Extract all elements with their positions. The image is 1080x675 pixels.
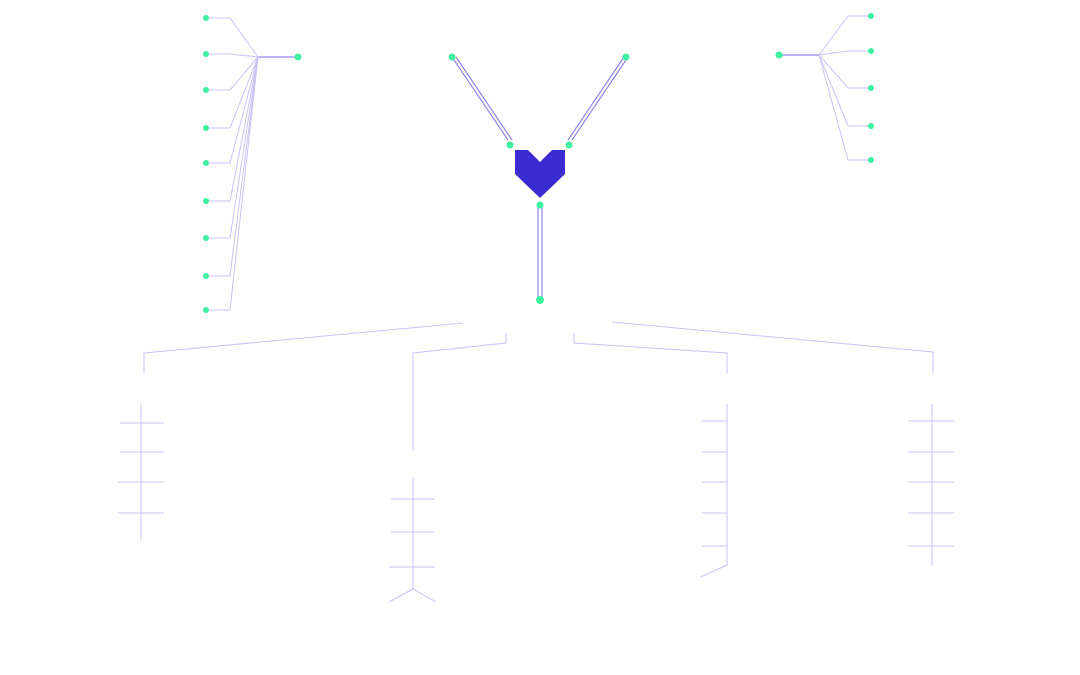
leaf-node [203, 15, 209, 21]
fan-branch-line [818, 54, 871, 89]
fan-branch-line [818, 50, 871, 56]
leaf-node [203, 51, 209, 57]
bottom-column-1 [118, 404, 164, 540]
fan-branch-line [206, 53, 259, 58]
hub-node-bottom [536, 296, 544, 304]
hub-port-left [506, 141, 514, 149]
leaf-node [203, 125, 209, 131]
column-fork-line [388, 588, 437, 603]
leaf-node [868, 157, 874, 163]
anchor-node [294, 53, 302, 61]
hub-node-top-left [448, 53, 456, 61]
fan-branch-line [206, 56, 259, 129]
column-spine-line [700, 404, 728, 578]
hub-port-right [565, 141, 573, 149]
distribution-line [611, 321, 934, 373]
bottom-column-4 [908, 404, 954, 566]
leaf-node [868, 123, 874, 129]
anchor-node [775, 51, 783, 59]
top-left-fan [203, 15, 302, 313]
hub-node-top-right [622, 53, 630, 61]
fan-branch-line [206, 56, 259, 239]
top-right-fan [775, 13, 874, 163]
bottom-distribution [143, 321, 934, 450]
distribution-line [573, 333, 728, 373]
hub-connector-left [451, 56, 513, 141]
fan-branch-line [818, 15, 871, 56]
fan-branch-line [818, 54, 871, 161]
distribution-line [412, 333, 507, 450]
leaf-node [868, 13, 874, 19]
leaf-node [868, 85, 874, 91]
heart-icon [515, 150, 565, 198]
leaf-node [203, 273, 209, 279]
fan-branch-line [206, 56, 259, 311]
hub-port-bottom [536, 201, 544, 209]
hub-connector-right [567, 56, 629, 141]
central-hub-group [448, 53, 630, 304]
hub-connector-down [537, 208, 543, 298]
bottom-column-3 [700, 404, 728, 578]
fan-branch-line [206, 56, 259, 91]
distribution-line [143, 322, 464, 373]
leaf-node [203, 87, 209, 93]
bottom-column-2 [388, 478, 437, 603]
fan-branch-line [206, 56, 259, 164]
leaf-node [203, 235, 209, 241]
fan-branch-line [206, 17, 259, 58]
fan-branch-line [206, 56, 259, 277]
fan-branch-line [206, 56, 259, 202]
fan-branch-line [818, 54, 871, 127]
leaf-node [868, 48, 874, 54]
leaf-node [203, 307, 209, 313]
leaf-node [203, 198, 209, 204]
leaf-node [203, 160, 209, 166]
